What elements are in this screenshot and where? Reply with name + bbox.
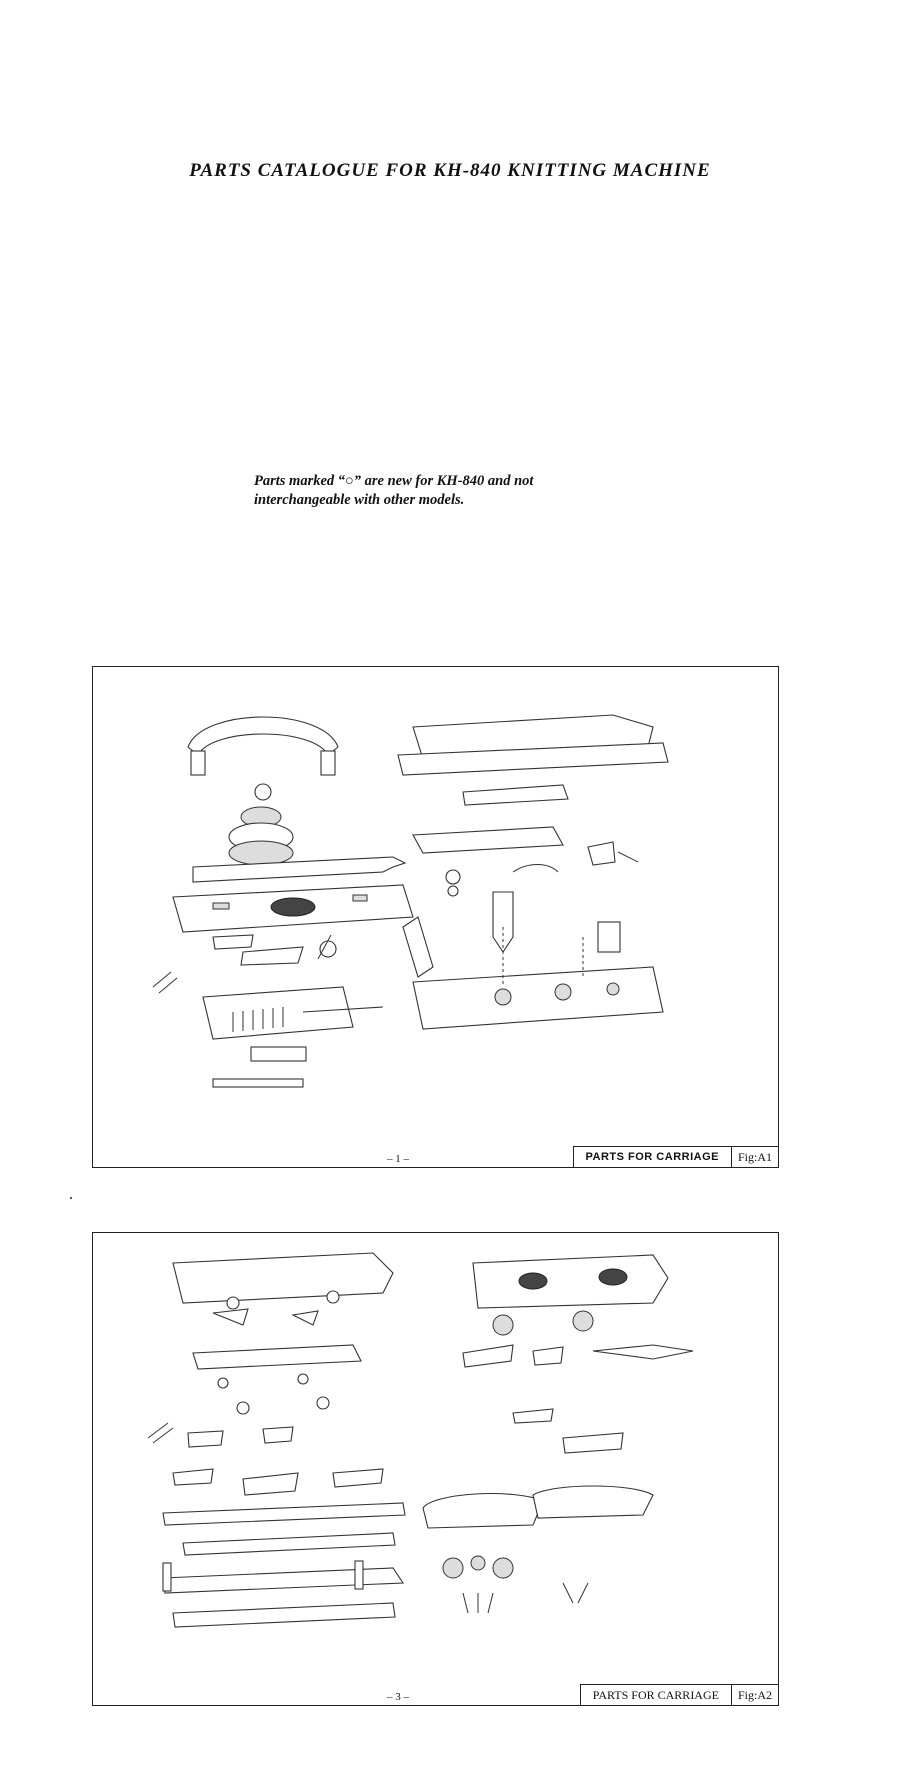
figure-a1-diagram (152, 714, 669, 1088)
notice-line-2: interchangeable with other models. (254, 492, 465, 508)
page-number: – 1 – (387, 1153, 409, 1165)
page-number: – 3 – (387, 1691, 409, 1703)
page-title: PARTS CATALOGUE FOR KH-840 KNITTING MACH… (189, 160, 711, 181)
figure-caption-box: PARTS FOR CARRIAGE Fig:A2 (579, 1684, 778, 1705)
figure-caption-box: PARTS FOR CARRIAGE Fig:A1 (572, 1146, 778, 1167)
figure-caption: PARTS FOR CARRIAGE (574, 1147, 732, 1167)
figure-id: Fig:A2 (737, 1688, 772, 1702)
figure-a2-diagram (147, 1252, 694, 1628)
stray-mark (70, 1197, 72, 1199)
figure-id: Fig:A1 (737, 1150, 772, 1164)
notice-line-1: Parts marked “○” are new for KH-840 and … (254, 473, 534, 489)
figure-a1-sheet: – 1 – PARTS FOR CARRIAGE Fig:A1 (92, 666, 779, 1168)
parts-notice: Parts marked “○” are new for KH-840 and … (254, 472, 674, 510)
figure-caption: PARTS FOR CARRIAGE (581, 1685, 732, 1705)
figure-a2-sheet: – 3 – PARTS FOR CARRIAGE Fig:A2 (92, 1232, 779, 1706)
